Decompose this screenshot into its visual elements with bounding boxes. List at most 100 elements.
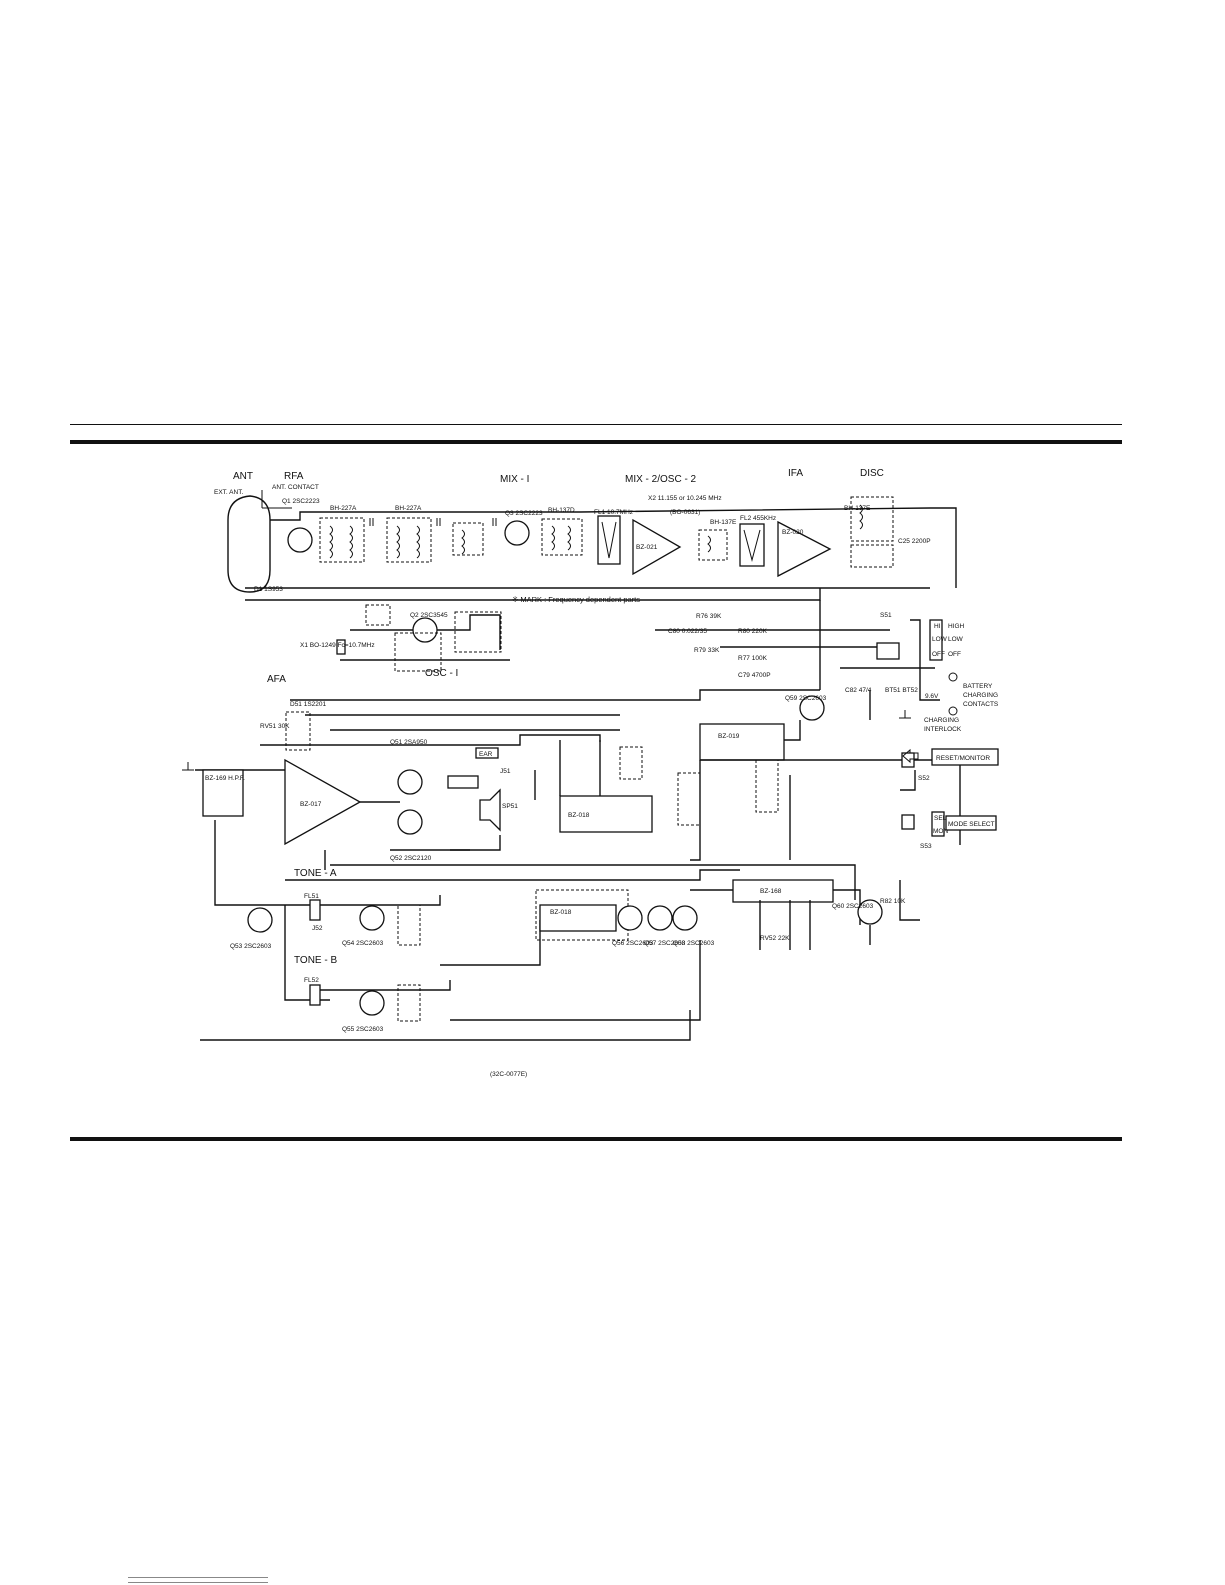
mark-note: ※ MARK : Frequency dependent parts [512, 595, 640, 604]
label-a35: BZ-168 [760, 888, 782, 895]
label-bt: BT51 BT52 [885, 687, 918, 694]
label-s51: S51 [880, 612, 892, 619]
label-fl2: FL2 455KHz [740, 515, 776, 522]
label-l8: BH-137E [710, 519, 737, 526]
label-rv51: RV51 30K [260, 723, 290, 730]
label-d1: D1 1S953 [254, 586, 283, 593]
label-c79: C79 4700P [738, 672, 771, 679]
label-sel: SEL [934, 815, 947, 822]
footer-bar [128, 1577, 268, 1583]
label-ear: EAR [479, 751, 493, 758]
label-r82: R82 10K [880, 898, 906, 905]
section-disc: DISC [860, 468, 884, 479]
top-rule [70, 424, 1122, 425]
label-l7: BH-137D [548, 507, 575, 514]
label-mon: MON [933, 828, 948, 835]
section-ifa: IFA [788, 468, 803, 479]
switch-high-text: HIGH [948, 623, 965, 630]
label-q51: Q51 2SA950 [390, 739, 428, 746]
section-rfa: RFA [284, 471, 304, 482]
reset-monitor-box [931, 748, 999, 766]
label-charging-contacts-1: CHARGING [963, 692, 998, 699]
label-l2: BH-227A [330, 505, 357, 512]
label-charging-contacts-2: CONTACTS [963, 701, 999, 708]
label-j52-a: J52 [312, 925, 323, 932]
label-fl51: FL51 [304, 893, 319, 900]
section-mix1: MIX - I [500, 474, 529, 485]
label-c82: C82 47/4 [845, 687, 872, 694]
label-s52: S52 [918, 775, 930, 782]
switch-low: LOW [932, 636, 948, 643]
label-a2: BZ-020 [782, 529, 804, 536]
label-mode-select: MODE SELECT [948, 821, 995, 828]
label-c25: C25 2200P [898, 538, 931, 545]
label-ant-contact: ANT. CONTACT [272, 484, 319, 491]
label-q55: Q55 2SC2603 [342, 1026, 384, 1033]
label-l9: BH-137E [844, 505, 871, 512]
label-q1: Q1 2SC2223 [282, 498, 320, 505]
section-osc1: OSC - I [425, 668, 458, 679]
label-reset-monitor: RESET/MONITOR [936, 755, 990, 762]
ground-icon-2 [899, 710, 911, 719]
label-l3: BH-227A [395, 505, 422, 512]
battery-voltage: 9.6V [925, 693, 939, 700]
label-q57: Q57 2SC2603 [644, 940, 686, 947]
label-q52: Q52 2SC2120 [390, 855, 432, 862]
label-a34: BZ-019 [718, 733, 740, 740]
label-ext-ant: EXT. ANT. [214, 489, 243, 496]
label-x2: X2 11.155 or 10.245 MHz [648, 495, 722, 502]
label-c80: C80 0.022/35 [668, 628, 707, 635]
ground-icon [182, 762, 194, 771]
label-charging-interlock-1: CHARGING [924, 717, 959, 724]
label-q60: Q60 2SC2603 [832, 903, 874, 910]
label-a36: BZ-169 H.P.F. [205, 775, 245, 782]
section-mix2: MIX - 2/OSC - 2 [625, 474, 697, 485]
label-q58: Q58 2SC2603 [673, 940, 715, 947]
label-a33: BZ-018 [550, 909, 572, 916]
audio-wiring [195, 689, 961, 870]
label-q3: Q3 2SC2223 [505, 510, 543, 517]
switch-off-text: OFF [948, 651, 961, 658]
label-r79: R79 33K [694, 647, 720, 654]
label-q59: Q59 2SC2603 [785, 695, 827, 702]
label-rv52: RV52 22K [760, 935, 790, 942]
minus-terminal-icon [948, 706, 958, 716]
switch-off: OFF [932, 651, 945, 658]
plus-terminal-icon [948, 672, 958, 682]
sel-mon-switch [931, 811, 945, 837]
section-ant: ANT [233, 471, 253, 482]
top-rule-thick [70, 440, 1122, 444]
label-fl52: FL52 [304, 977, 319, 984]
switch-hi: HI [934, 623, 941, 630]
label-x1: X1 BO-1249 Fc=10.7MHz [300, 642, 375, 649]
power-wiring [655, 600, 943, 720]
label-q53: Q53 2SC2603 [230, 943, 272, 950]
label-charging-interlock-2: INTERLOCK [924, 726, 962, 733]
ear-box [475, 747, 499, 759]
label-q2: Q2 2SC3545 [410, 612, 448, 619]
label-d51: D51 1S2201 [290, 701, 327, 708]
switch-low-text: LOW [948, 636, 964, 643]
section-tone-b: TONE - B [294, 955, 337, 966]
label-r77: R77 100K [738, 655, 768, 662]
bottom-rule-thick [70, 1137, 1122, 1141]
mode-select-box [945, 815, 997, 831]
tone-wiring [200, 820, 920, 1041]
section-tone-a: TONE - A [294, 868, 337, 879]
label-x2b: (BO-0631) [670, 509, 700, 516]
label-q56: Q56 2SC2603 [612, 940, 654, 947]
label-a31: BZ-017 [300, 801, 322, 808]
osc1-wiring [336, 604, 510, 672]
label-r80: R80 220K [738, 628, 768, 635]
label-a32: BZ-018 [568, 812, 590, 819]
label-r76: R76 39K [696, 613, 722, 620]
left-arrow-icon [902, 748, 919, 764]
label-q54: Q54 2SC2603 [342, 940, 384, 947]
drawing-number: (32C-0077E) [490, 1071, 527, 1078]
rf-chain-wiring [227, 490, 957, 601]
label-battery: BATTERY [963, 683, 993, 690]
section-afa: AFA [267, 674, 286, 685]
label-a1: BZ-021 [636, 544, 658, 551]
label-j51: J51 [500, 768, 511, 775]
